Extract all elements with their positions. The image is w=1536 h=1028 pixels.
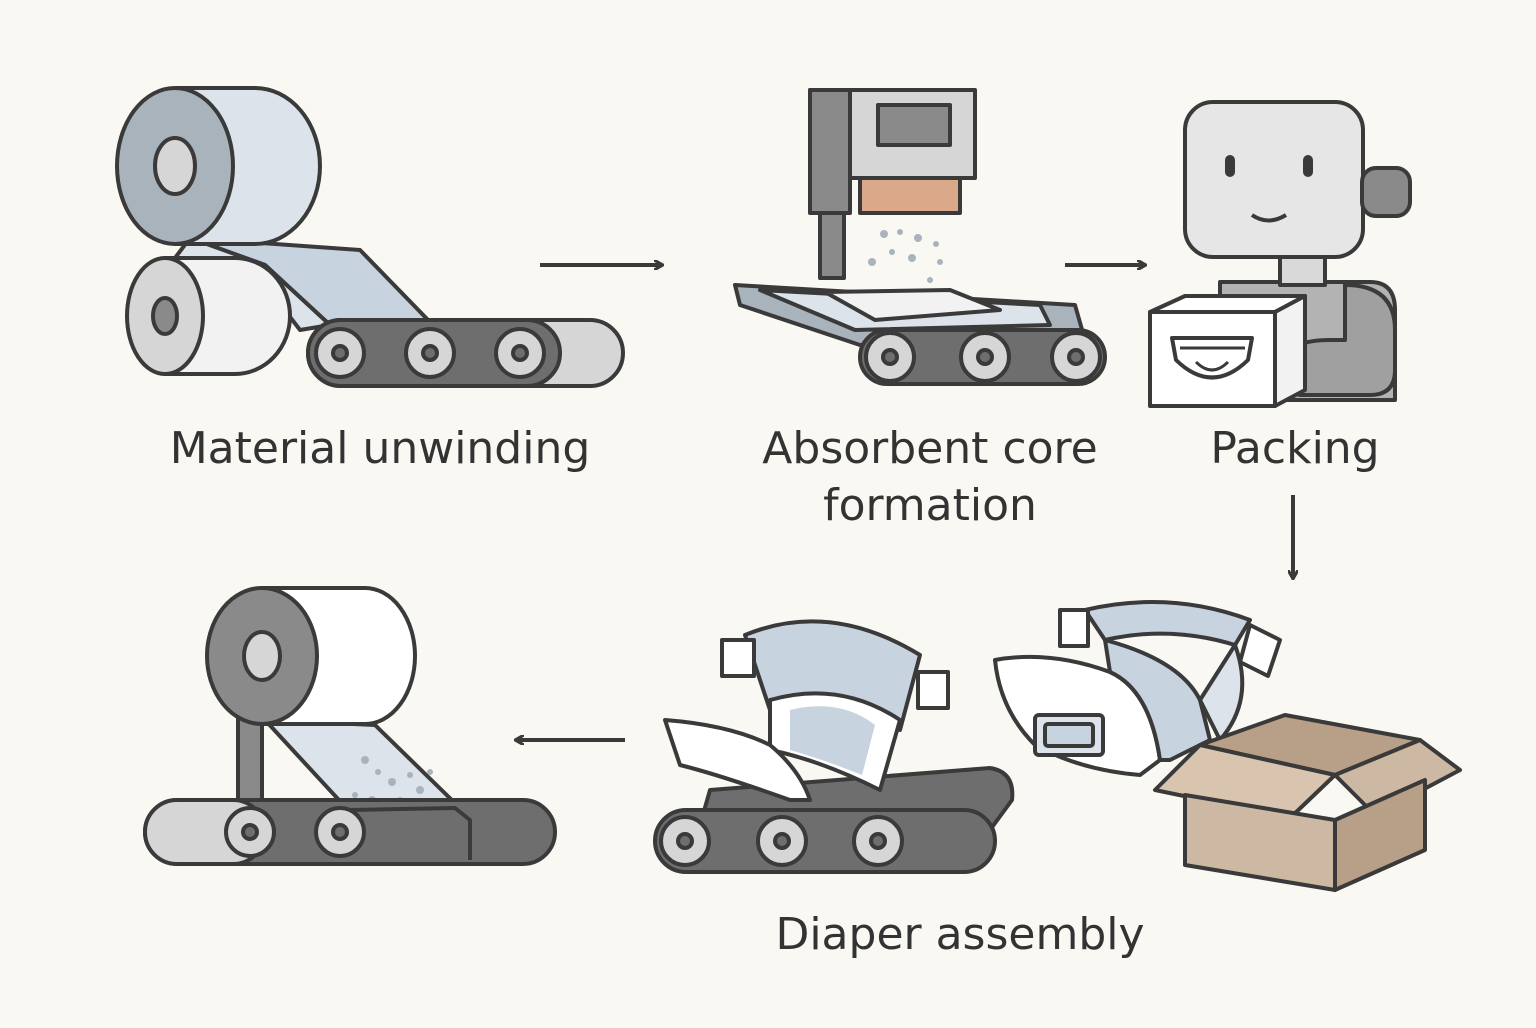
open-diaper-icon bbox=[993, 600, 1282, 777]
packing-robot-icon bbox=[1148, 100, 1412, 408]
label-absorbent-core-line1: Absorbent core bbox=[762, 423, 1098, 474]
final-roll-conveyor-icon bbox=[143, 586, 557, 866]
cardboard-box-icon bbox=[1153, 713, 1462, 892]
label-material-unwinding: Material unwinding bbox=[169, 423, 591, 474]
label-packing: Packing bbox=[1210, 423, 1380, 474]
label-diaper-assembly: Diaper assembly bbox=[775, 909, 1145, 960]
diaper-assembly-icon bbox=[653, 619, 1015, 874]
core-forming-machine-icon bbox=[733, 88, 1107, 386]
label-absorbent-core-line2: formation bbox=[823, 480, 1037, 531]
material-rolls-conveyor-icon bbox=[115, 86, 625, 388]
